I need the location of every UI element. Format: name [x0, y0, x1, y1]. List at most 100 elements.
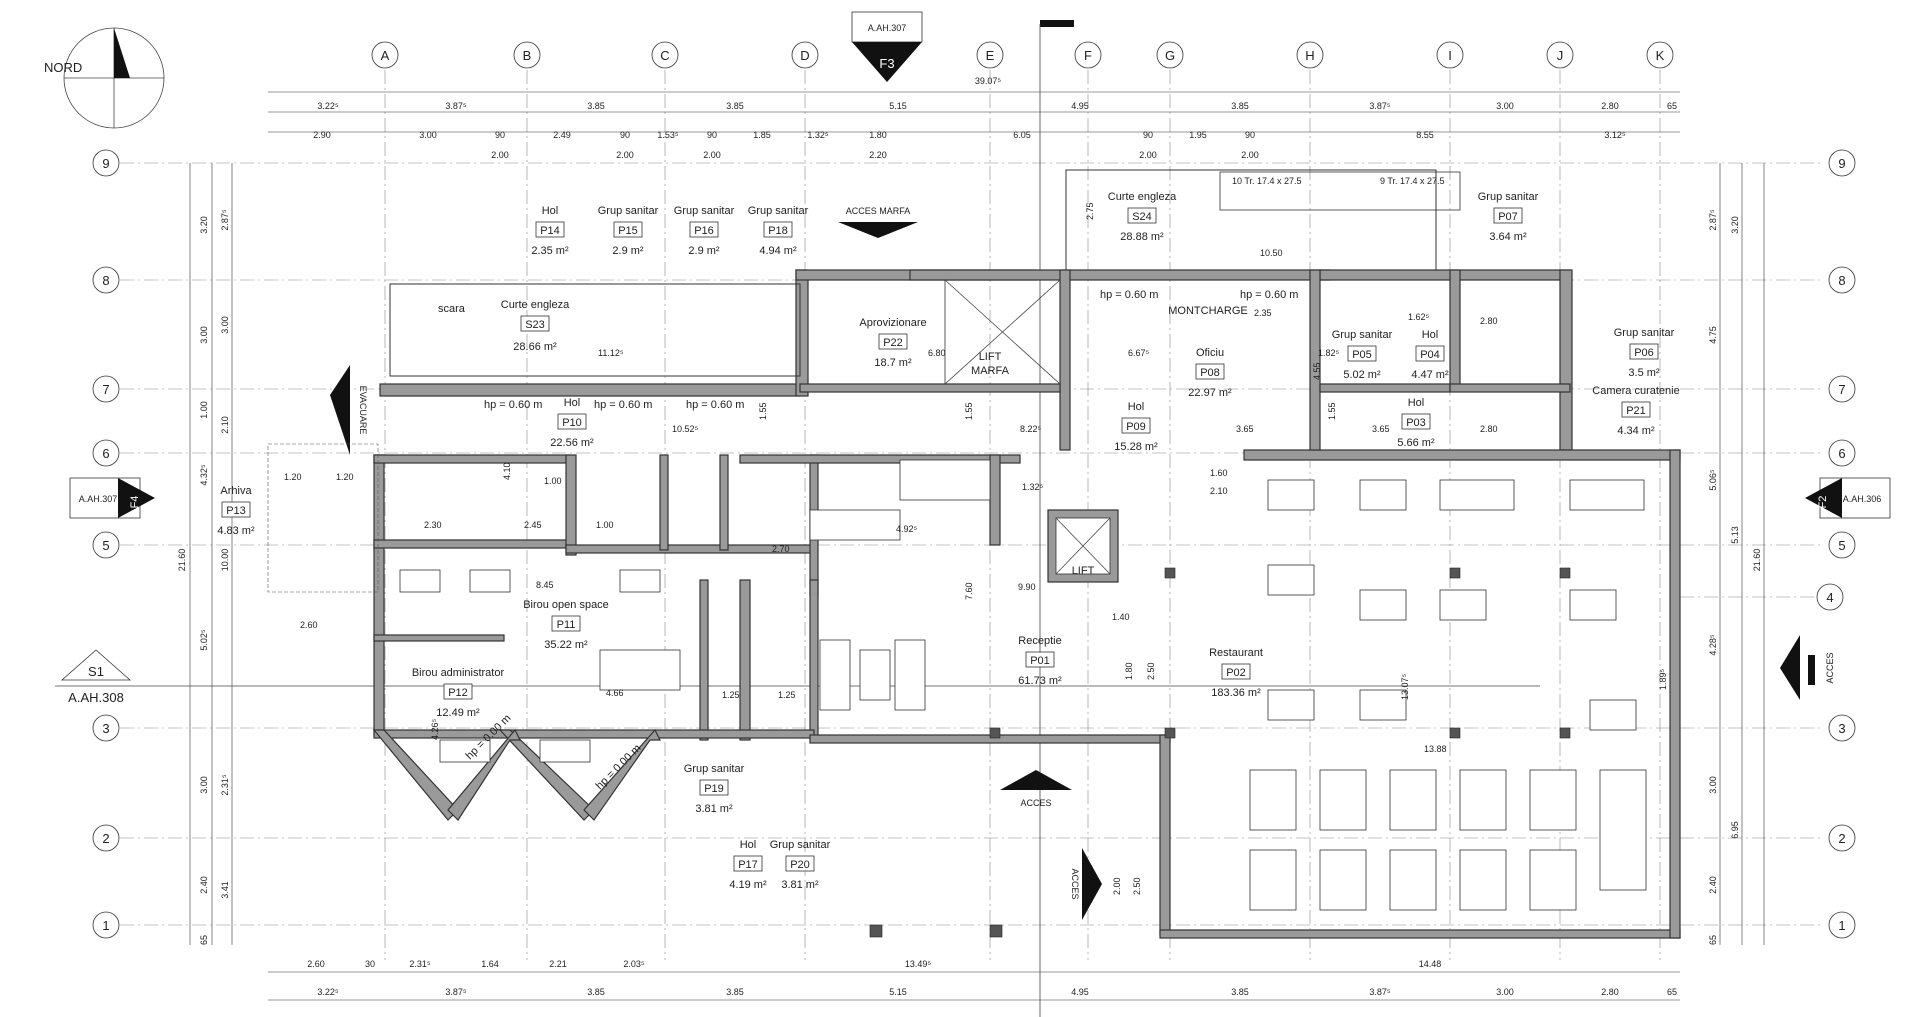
svg-text:21.60: 21.60 [1752, 549, 1762, 572]
svg-text:3.85: 3.85 [726, 101, 744, 111]
svg-text:2.00: 2.00 [491, 150, 509, 160]
label-lift-marfa: LIFT [979, 351, 1002, 363]
dimensions-bottom: 2.60 30 2.31⁵ 1.64 2.21 2.03⁵ 13.49⁵ 14.… [268, 959, 1680, 1001]
svg-text:9: 9 [1838, 156, 1845, 171]
svg-text:Birou open space: Birou open space [523, 599, 609, 611]
svg-text:1.53⁵: 1.53⁵ [657, 130, 679, 140]
svg-text:H: H [1305, 48, 1314, 63]
svg-text:2.35 m²: 2.35 m² [531, 245, 569, 257]
svg-text:2.9 m²: 2.9 m² [688, 245, 720, 257]
svg-text:3.22⁵: 3.22⁵ [317, 101, 339, 111]
svg-text:2.80: 2.80 [1601, 987, 1619, 997]
grid-bubble-c: C [651, 41, 679, 69]
svg-text:F: F [1084, 48, 1092, 63]
svg-text:1.85: 1.85 [753, 130, 771, 140]
svg-text:A.AH.308: A.AH.308 [68, 690, 124, 705]
svg-text:1.00: 1.00 [199, 401, 209, 419]
svg-text:5.15: 5.15 [889, 101, 907, 111]
svg-text:2.31⁵: 2.31⁵ [409, 959, 431, 969]
grid-bubble-e: E [976, 41, 1004, 69]
svg-text:P22: P22 [883, 337, 903, 349]
svg-text:Arhiva: Arhiva [220, 485, 252, 497]
grid-bubble-j: J [1546, 41, 1574, 69]
dimensions-top: 39.07⁵ 3.22⁵ 3.87⁵ 3.85 3.85 5.15 4.95 3… [268, 76, 1680, 160]
svg-text:2.10: 2.10 [1210, 486, 1228, 496]
svg-text:Hol: Hol [1128, 401, 1145, 413]
svg-text:12.49 m²: 12.49 m² [436, 707, 480, 719]
svg-text:90: 90 [1245, 130, 1255, 140]
svg-text:hp = 0.60 m: hp = 0.60 m [484, 399, 542, 411]
svg-text:Hol: Hol [740, 839, 757, 851]
total-width: 39.07⁵ [975, 76, 1002, 86]
svg-text:8.22⁵: 8.22⁵ [1020, 424, 1042, 434]
svg-text:Curte engleza: Curte engleza [1108, 191, 1177, 203]
svg-text:hp = 0.60 m: hp = 0.60 m [1100, 289, 1158, 301]
svg-text:Hol: Hol [1408, 397, 1425, 409]
svg-text:K: K [1656, 48, 1665, 63]
svg-text:9: 9 [102, 156, 109, 171]
svg-text:1.80: 1.80 [1124, 662, 1134, 680]
svg-text:MARFA: MARFA [971, 365, 1010, 377]
svg-text:2.00: 2.00 [703, 150, 721, 160]
section-marker-top: A.AH.307 F3 [851, 11, 1074, 1017]
svg-text:ACCES MARFA: ACCES MARFA [846, 206, 911, 216]
svg-text:P19: P19 [704, 783, 724, 795]
svg-text:9 Tr. 17.4 x 27.5: 9 Tr. 17.4 x 27.5 [1380, 176, 1445, 186]
svg-text:P20: P20 [790, 859, 810, 871]
svg-text:2.00: 2.00 [1139, 150, 1157, 160]
svg-text:Camera curatenie: Camera curatenie [1592, 385, 1679, 397]
svg-text:4.55: 4.55 [1312, 362, 1322, 380]
svg-text:Grup sanitar: Grup sanitar [770, 839, 831, 851]
svg-text:30: 30 [365, 959, 375, 969]
svg-text:2.45: 2.45 [524, 520, 542, 530]
svg-text:Hol: Hol [1422, 329, 1439, 341]
svg-text:P01: P01 [1030, 655, 1050, 667]
svg-text:10.50: 10.50 [1260, 248, 1283, 258]
svg-text:3.64 m²: 3.64 m² [1489, 231, 1527, 243]
svg-text:P14: P14 [540, 225, 560, 237]
svg-text:P11: P11 [557, 619, 576, 631]
svg-text:5.06⁵: 5.06⁵ [1708, 469, 1718, 491]
svg-text:hp = 0.60 m: hp = 0.60 m [686, 399, 744, 411]
svg-text:P21: P21 [1626, 405, 1646, 417]
svg-text:3.81 m²: 3.81 m² [695, 803, 733, 815]
svg-text:Grup sanitar: Grup sanitar [674, 205, 735, 217]
svg-text:C: C [660, 48, 669, 63]
svg-text:65: 65 [1667, 101, 1677, 111]
svg-text:I: I [1448, 48, 1452, 63]
svg-text:EVACUARE: EVACUARE [358, 386, 368, 435]
svg-text:P08: P08 [1200, 367, 1220, 379]
svg-text:3.00: 3.00 [199, 326, 209, 344]
svg-text:8: 8 [1838, 273, 1845, 288]
svg-text:7.60: 7.60 [964, 582, 974, 600]
svg-text:2.80: 2.80 [1601, 101, 1619, 111]
svg-text:2.60: 2.60 [300, 620, 318, 630]
grid-bubble-h: H [1296, 41, 1324, 69]
office-furniture [399, 459, 991, 763]
svg-text:1.80: 1.80 [869, 130, 887, 140]
svg-text:22.56 m²: 22.56 m² [550, 437, 594, 449]
svg-text:1.55: 1.55 [964, 402, 974, 420]
svg-text:Birou administrator: Birou administrator [412, 667, 505, 679]
svg-text:3.00: 3.00 [1496, 101, 1514, 111]
svg-text:1.62⁵: 1.62⁵ [1408, 312, 1430, 322]
svg-text:4.92⁵: 4.92⁵ [896, 524, 918, 534]
svg-text:D: D [800, 48, 809, 63]
section-marker-s1: S1 A.AH.308 [55, 649, 1540, 705]
svg-text:3.85: 3.85 [1231, 101, 1249, 111]
